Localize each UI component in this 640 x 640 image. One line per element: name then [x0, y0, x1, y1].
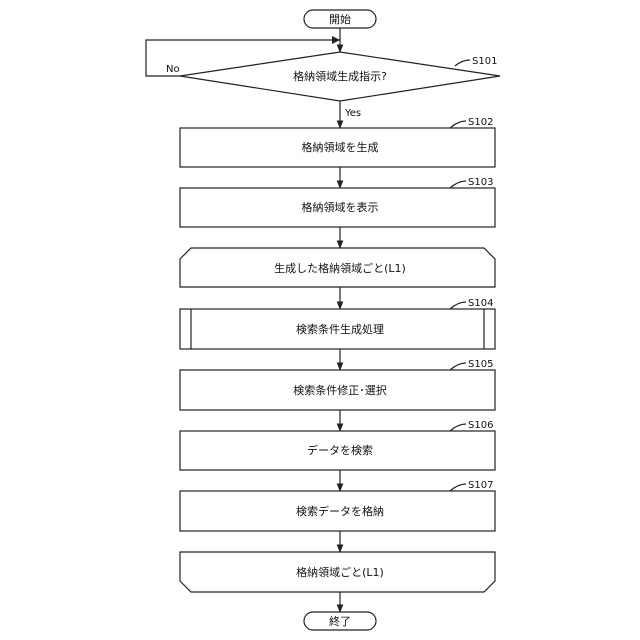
- decision-s101: 格納領域生成指示? S101 No Yes: [166, 52, 500, 119]
- step-ref-s106: S106: [468, 420, 493, 431]
- step-ref-s102: S102: [468, 117, 493, 128]
- process-s102: 格納領域を生成 S102: [180, 117, 495, 167]
- s102-label: 格納領域を生成: [302, 140, 379, 154]
- s107-label: 検索データを格納: [296, 504, 384, 518]
- start-label: 開始: [329, 12, 351, 26]
- process-s103: 格納領域を表示 S103: [180, 177, 495, 227]
- loop-start-label: 生成した格納領域ごと(L1): [274, 261, 406, 275]
- decision-label: 格納領域生成指示?: [293, 69, 387, 83]
- end-terminal: 終了: [304, 612, 376, 630]
- no-label: No: [166, 64, 180, 75]
- process-s105: 検索条件修正･選択 S105: [180, 359, 495, 410]
- s106-leader: [450, 424, 466, 431]
- s106-label: データを検索: [307, 443, 373, 457]
- step-ref-s107: S107: [468, 480, 493, 491]
- s105-leader: [450, 363, 466, 370]
- loop-start: 生成した格納領域ごと(L1): [180, 248, 495, 287]
- step-ref-s101: S101: [472, 56, 497, 67]
- start-terminal: 開始: [304, 10, 376, 28]
- s103-leader: [450, 181, 466, 188]
- s103-label: 格納領域を表示: [302, 200, 379, 214]
- process-s106: データを検索 S106: [180, 420, 495, 470]
- s101-leader: [455, 60, 470, 66]
- s104-leader: [450, 302, 466, 309]
- loop-end-label: 格納領域ごと(L1): [296, 565, 384, 579]
- s105-label: 検索条件修正･選択: [293, 383, 387, 397]
- s107-leader: [450, 484, 466, 491]
- no-loop-arrowhead: [332, 36, 340, 44]
- process-s104: 検索条件生成処理 S104: [180, 298, 495, 349]
- end-label: 終了: [329, 614, 351, 628]
- step-ref-s103: S103: [468, 177, 493, 188]
- process-s107: 検索データを格納 S107: [180, 480, 495, 531]
- yes-label: Yes: [344, 108, 361, 119]
- s102-leader: [450, 121, 466, 128]
- s104-label: 検索条件生成処理: [296, 322, 384, 336]
- step-ref-s105: S105: [468, 359, 493, 370]
- step-ref-s104: S104: [468, 298, 493, 309]
- loop-end: 格納領域ごと(L1): [180, 552, 495, 592]
